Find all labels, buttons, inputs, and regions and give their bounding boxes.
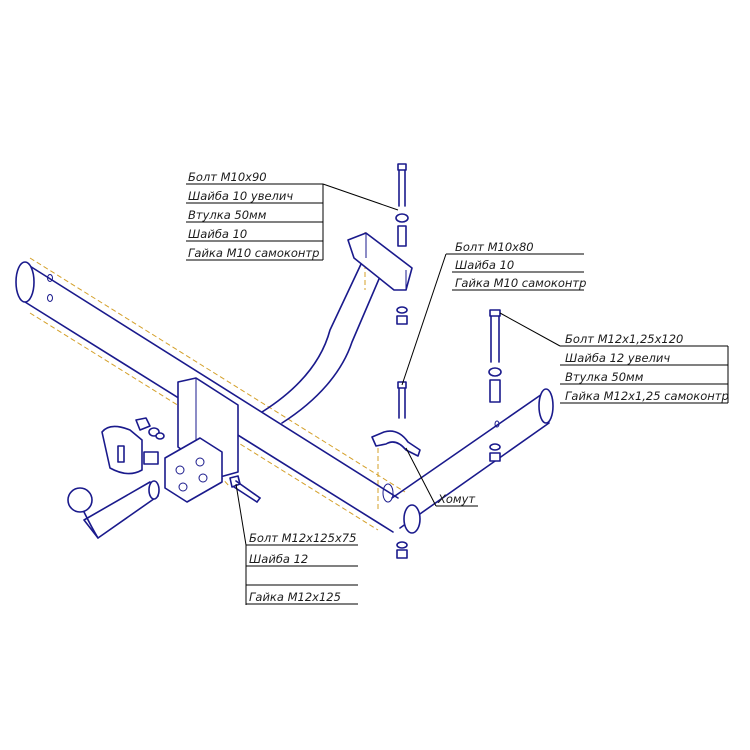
callout-top-left: Болт М10х90 Шайба 10 увелич Втулка 50мм … xyxy=(186,170,399,261)
label-bushing-50mm: Втулка 50мм xyxy=(188,208,267,222)
tow-ball-mount xyxy=(67,480,160,539)
support-arm xyxy=(261,232,413,424)
label-nut-m10: Гайка М10 самоконтр xyxy=(188,246,319,260)
label-bushing-50mm-right: Втулка 50мм xyxy=(565,370,644,384)
right-side-tube xyxy=(382,388,554,534)
callout-bottom: Болт М12х125х75 Шайба 12 Гайка М12х125 xyxy=(235,483,358,605)
top-bolt-stack xyxy=(395,163,409,325)
label-washer-10-middle: Шайба 10 xyxy=(455,258,514,272)
callout-clamp: Хомут xyxy=(405,447,478,507)
label-washer-12: Шайба 12 xyxy=(249,552,308,566)
hitch-bracket xyxy=(164,437,223,503)
socket-fasteners xyxy=(135,417,165,440)
middle-bolt-stack xyxy=(396,381,408,559)
callout-middle: Болт М10х80 Шайба 10 Гайка М10 самоконтр xyxy=(401,240,586,386)
label-washer-12-large: Шайба 12 увелич xyxy=(565,351,670,365)
label-clamp: Хомут xyxy=(437,492,475,506)
label-washer-10-large: Шайба 10 увелич xyxy=(188,189,293,203)
clamp xyxy=(371,430,421,457)
bolt-bottom xyxy=(229,475,261,503)
label-nut-m12x125: Гайка М12х1,25 самоконтр xyxy=(565,389,729,403)
callout-right: Болт М12х1,25х120 Шайба 12 увелич Втулка… xyxy=(499,312,729,404)
label-bolt-m12x125x120: Болт М12х1,25х120 xyxy=(565,332,683,346)
label-washer-10: Шайба 10 xyxy=(188,227,247,241)
label-bolt-m10x80: Болт М10х80 xyxy=(455,240,534,254)
label-nut-m10-middle: Гайка М10 самоконтр xyxy=(455,276,586,290)
socket-plate xyxy=(101,425,159,475)
right-bolt-stack xyxy=(488,309,502,462)
label-bolt-m10x90: Болт М10х90 xyxy=(188,170,267,184)
label-nut-m12x125-bottom: Гайка М12х125 xyxy=(249,590,341,604)
label-bolt-m12x125x75: Болт М12х125х75 xyxy=(249,531,356,545)
